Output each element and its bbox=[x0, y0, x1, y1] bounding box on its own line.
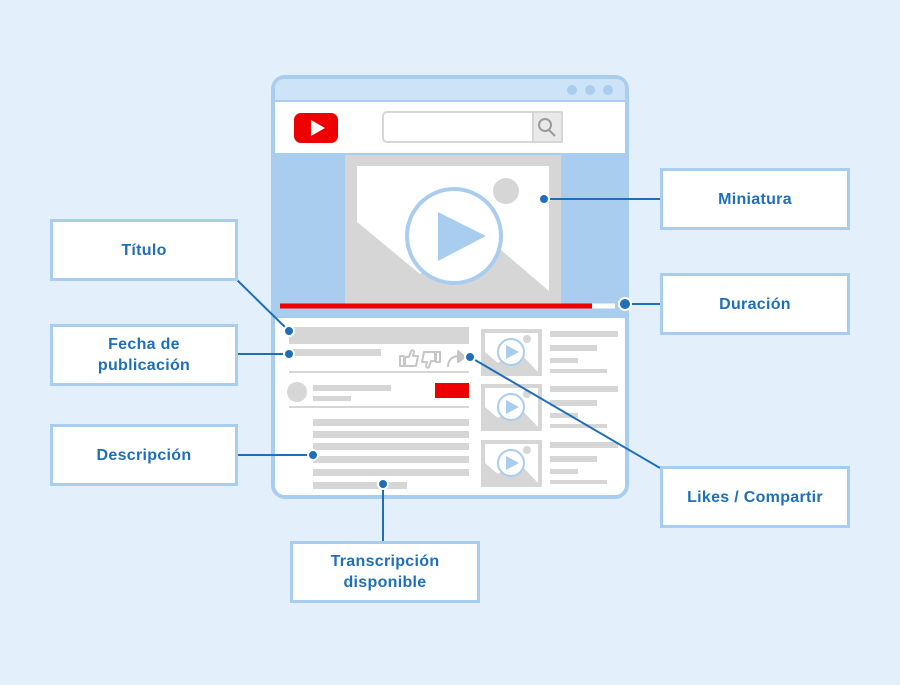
label-descripcion: Descripción bbox=[50, 424, 238, 486]
window-dot bbox=[603, 85, 613, 95]
label-fecha: Fecha de publicación bbox=[50, 324, 238, 386]
connector-dots bbox=[283, 193, 632, 490]
date-placeholder bbox=[289, 349, 381, 356]
recommended-item[interactable] bbox=[481, 384, 618, 431]
connector-likes bbox=[469, 356, 661, 469]
title-placeholder bbox=[289, 327, 469, 344]
window-dot bbox=[567, 85, 577, 95]
recommended-item[interactable] bbox=[481, 440, 618, 487]
search-bar[interactable] bbox=[382, 111, 563, 143]
subscribe-button[interactable] bbox=[435, 383, 469, 398]
recommended-item[interactable] bbox=[481, 329, 618, 376]
description-lines bbox=[313, 419, 469, 489]
label-transcripcion: Transcripción disponible bbox=[290, 541, 480, 603]
window-titlebar bbox=[275, 79, 625, 101]
window-dot bbox=[585, 85, 595, 95]
connectors bbox=[236, 198, 661, 543]
label-titulo: Título bbox=[50, 219, 238, 281]
label-duracion: Duración bbox=[660, 273, 850, 335]
label-likes: Likes / Compartir bbox=[660, 466, 850, 528]
label-miniatura: Miniatura bbox=[660, 168, 850, 230]
share-icon[interactable] bbox=[447, 350, 466, 368]
recommended-list bbox=[481, 329, 618, 487]
youtube-logo-icon bbox=[294, 113, 338, 143]
play-icon[interactable] bbox=[405, 187, 503, 285]
avatar bbox=[287, 382, 307, 402]
video-meta bbox=[287, 327, 469, 489]
connector-titulo bbox=[236, 279, 290, 332]
search-icon[interactable] bbox=[538, 118, 556, 137]
thumbs-up-icon[interactable] bbox=[399, 349, 419, 367]
thumbs-down-icon[interactable] bbox=[421, 351, 441, 369]
